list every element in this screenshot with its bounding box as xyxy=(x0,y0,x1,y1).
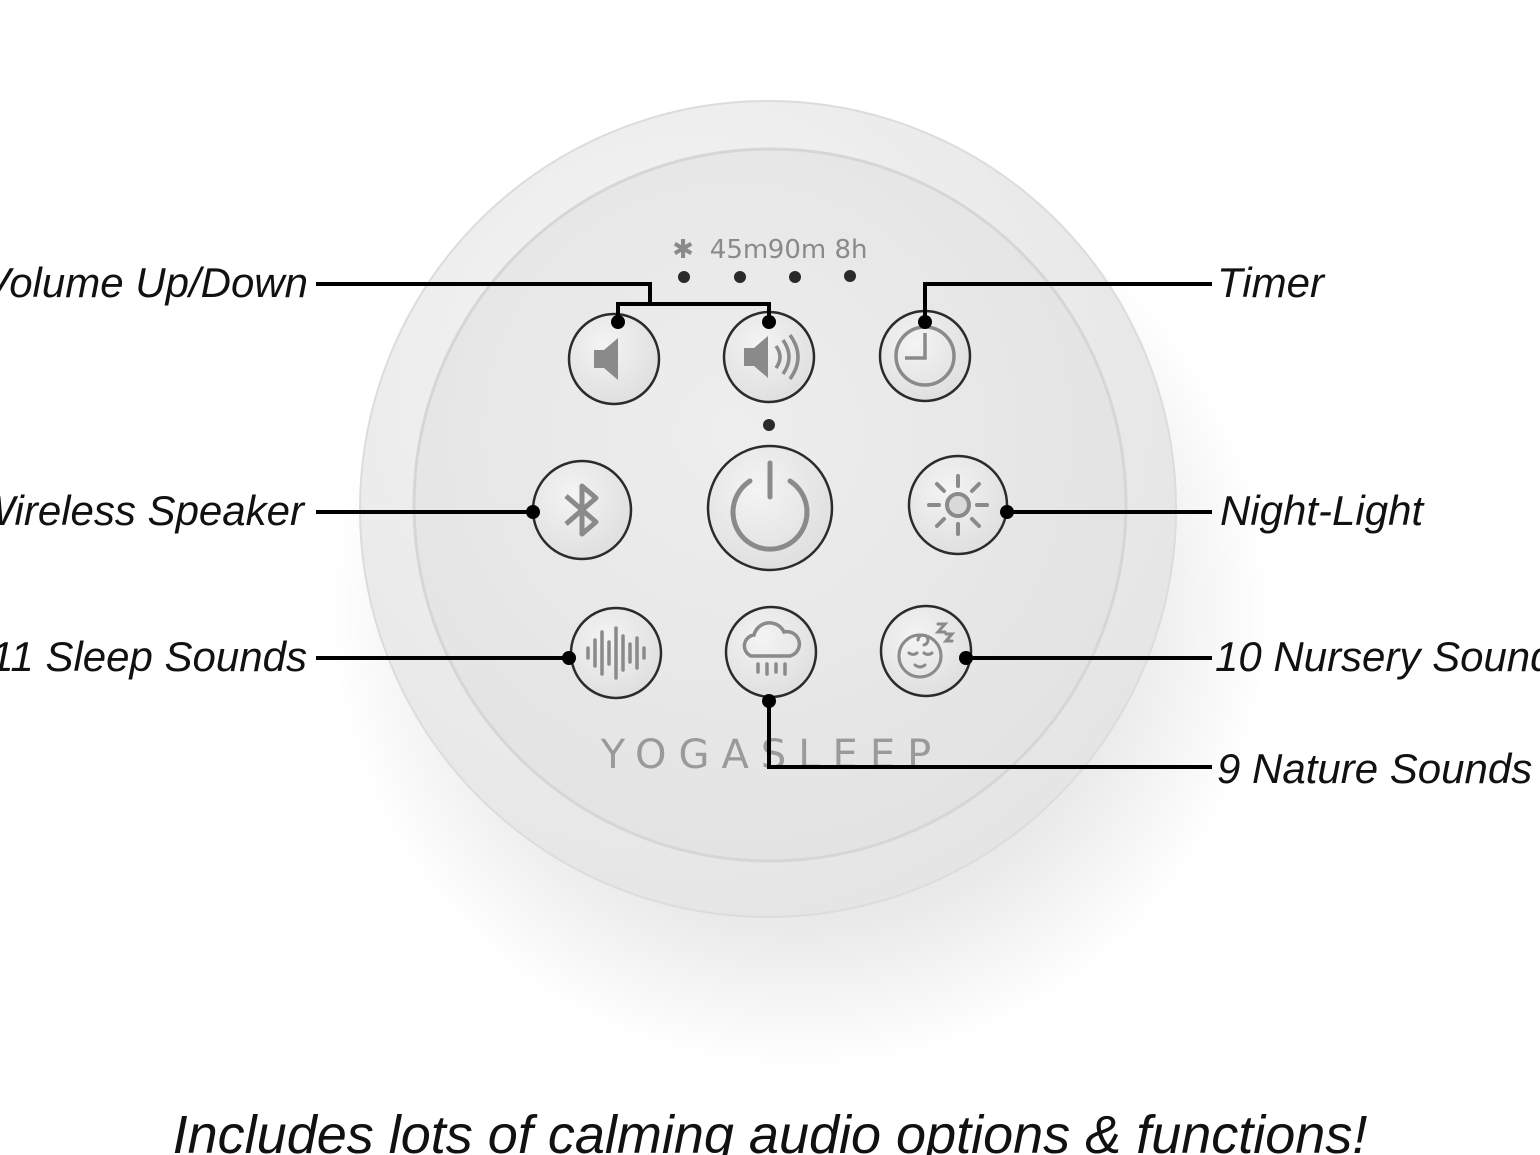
power-led xyxy=(763,419,775,431)
nursery-sounds-button[interactable] xyxy=(879,604,973,698)
power-button[interactable] xyxy=(706,444,834,572)
nature-sounds-leader-line xyxy=(767,700,1212,769)
indicator-led xyxy=(789,271,801,283)
bluetooth-button[interactable] xyxy=(531,459,633,561)
timer-indicator-label: 90m xyxy=(768,235,826,265)
speaker-callout-label: Wireless Speaker xyxy=(0,487,304,534)
nature-sounds-button[interactable] xyxy=(724,605,818,699)
night-light-button[interactable] xyxy=(907,454,1009,556)
volume-callout-label: Volume Up/Down xyxy=(0,259,308,306)
timer-indicator-label: 8h xyxy=(834,235,867,265)
sound-wave-icon xyxy=(586,626,646,680)
nursery-sounds-callout-label: 10 Nursery Sounds xyxy=(1215,633,1540,680)
bluetooth-icon xyxy=(564,483,599,537)
nature-sounds-callout-label: 9 Nature Sounds xyxy=(1217,745,1533,792)
sun-icon xyxy=(927,474,989,536)
volume-down-button[interactable] xyxy=(567,312,661,406)
power-icon xyxy=(730,460,810,552)
speaker-low-icon xyxy=(594,338,618,380)
caption: Includes lots of calming audio options &… xyxy=(172,1105,1368,1155)
timer-leader-line xyxy=(923,282,1212,322)
indicator-led xyxy=(844,270,856,282)
sleep-sounds-callout-label: 11 Sleep Sounds xyxy=(0,633,307,680)
rain-cloud-icon xyxy=(742,621,802,676)
volume-up-button[interactable] xyxy=(722,310,816,404)
leader-lines xyxy=(316,282,1212,769)
sleeping-baby-icon xyxy=(897,622,956,679)
brand-logo: YOGASLEEP xyxy=(600,732,943,778)
indicator-led xyxy=(678,271,690,283)
sleep-sounds-button[interactable] xyxy=(569,606,663,700)
indicator-led xyxy=(734,271,746,283)
timer-callout-label: Timer xyxy=(1217,259,1324,306)
indicator-row: ✱ 45m 90m 8h xyxy=(672,235,868,431)
bluetooth-indicator-icon: ✱ xyxy=(672,235,694,265)
timer-indicator-label: 45m xyxy=(710,235,768,265)
night-light-callout-label: Night-Light xyxy=(1220,487,1424,534)
speaker-high-icon xyxy=(744,333,800,381)
leader-dots xyxy=(526,315,1014,708)
